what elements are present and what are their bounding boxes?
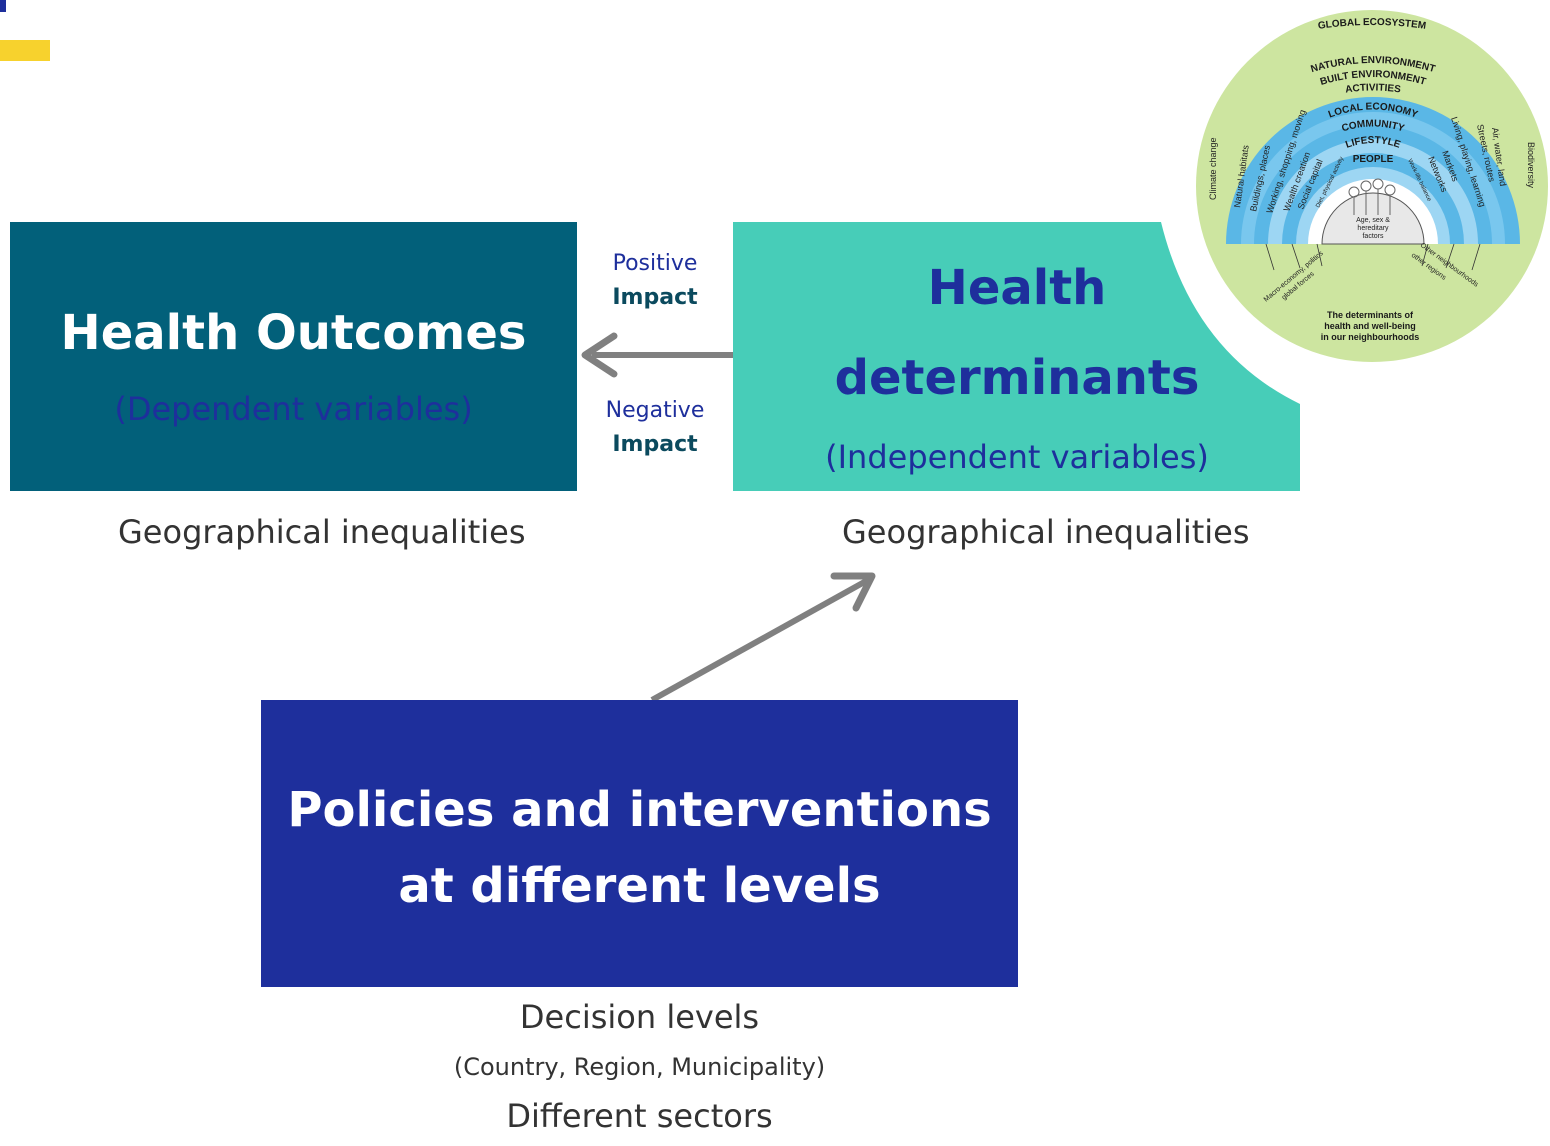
svg-text:COMMUNITY: COMMUNITY xyxy=(1340,118,1406,134)
health-determinants-title-line2: determinants xyxy=(834,350,1200,406)
health-determinants-subtitle: (Independent variables) xyxy=(825,438,1209,476)
corner-accent-yellow xyxy=(0,40,50,61)
side-right-0: Biodiversity xyxy=(1526,142,1536,189)
negative-impact-word: Impact xyxy=(612,432,698,457)
health-outcomes-subtitle: (Dependent variables) xyxy=(114,390,473,428)
decision-levels-label: Decision levels xyxy=(519,998,760,1036)
policies-box xyxy=(261,700,1018,987)
different-sectors-label: Different sectors xyxy=(506,1097,773,1135)
ring-label-7: PEOPLE xyxy=(1353,154,1394,165)
decision-levels-detail: (Country, Region, Municipality) xyxy=(453,1053,826,1081)
center-text-2: factors xyxy=(1362,233,1384,240)
health-map-caption-0: The determinants of xyxy=(1327,310,1414,320)
svg-text:ACTIVITIES: ACTIVITIES xyxy=(1345,82,1402,95)
svg-text:LIFESTYLE: LIFESTYLE xyxy=(1344,135,1402,151)
health-outcomes-box xyxy=(10,222,577,491)
health-outcomes-title: Health Outcomes xyxy=(60,305,527,361)
health-map-caption-2: in our neighbourhoods xyxy=(1321,332,1420,342)
positive-word: Positive xyxy=(612,251,698,276)
health-map-diagram: GLOBAL ECOSYSTEM NATURAL ENVIRONMENT BUI… xyxy=(1196,10,1548,362)
side-left-0: Climate change xyxy=(1208,137,1218,200)
policies-title-line1: Policies and interventions xyxy=(287,782,992,838)
ring-label-5: COMMUNITY xyxy=(1340,118,1406,134)
negative-impact-label: Negative Impact xyxy=(585,394,725,462)
health-determinants-box xyxy=(733,222,1300,491)
impact-arrow xyxy=(581,332,734,378)
determinants-caption: Geographical inequalities xyxy=(842,513,1250,551)
corner-accent-navy xyxy=(0,0,6,12)
center-text-0: Age, sex & xyxy=(1356,217,1390,224)
policies-title: Policies and interventions at different … xyxy=(261,772,1018,924)
ring-label-3: ACTIVITIES xyxy=(1345,82,1402,95)
ring-label-0: GLOBAL ECOSYSTEM xyxy=(1317,17,1426,32)
ring-label-6: LIFESTYLE xyxy=(1344,135,1402,151)
positive-impact-word: Impact xyxy=(612,285,698,310)
svg-text:GLOBAL ECOSYSTEM: GLOBAL ECOSYSTEM xyxy=(1317,17,1426,32)
health-determinants-title-line1: Health xyxy=(927,260,1107,316)
policies-title-line2: at different levels xyxy=(398,858,881,914)
center-text-1: hereditary xyxy=(1357,225,1389,232)
negative-word: Negative xyxy=(605,398,705,423)
outcomes-caption: Geographical inequalities xyxy=(118,513,526,551)
policy-arrow xyxy=(650,572,876,703)
health-map-caption-1: health and well-being xyxy=(1324,321,1416,331)
positive-impact-label: Positive Impact xyxy=(585,247,725,315)
